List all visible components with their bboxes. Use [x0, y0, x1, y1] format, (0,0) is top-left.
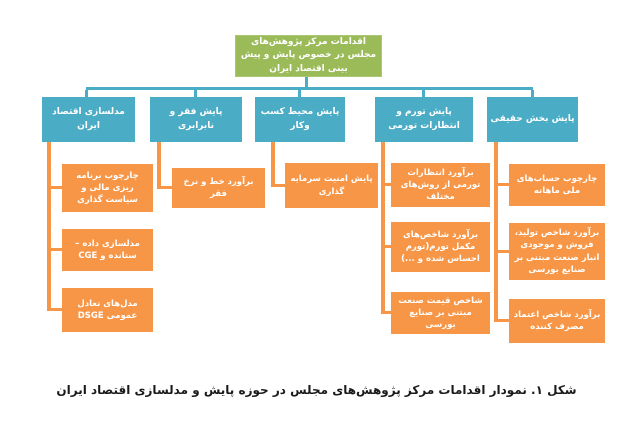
connector-branch-line — [271, 142, 275, 187]
connector-branch-line — [494, 142, 498, 322]
connector-drop-line — [194, 90, 197, 97]
connector-drop-line — [85, 90, 88, 97]
connector-branch-line — [381, 142, 385, 314]
connector-horizontal-line — [86, 87, 533, 90]
connector-trunk-line — [305, 77, 308, 88]
connector-drop-line — [531, 90, 534, 97]
leaf-node: چارچوب حساب‌های ملی ماهانه — [509, 164, 605, 206]
root-node: اقدامات مرکز پژوهش‌های مجلس در خصوص پایش… — [235, 35, 382, 77]
leaf-node: پایش امنیت سرمایه گذاری — [285, 163, 378, 208]
connector-branch-line — [157, 142, 161, 189]
branch-node-economy-modeling: مدلسازی اقتصاد ایران — [42, 97, 135, 142]
connector-elbow-line — [51, 248, 62, 251]
connector-elbow-line — [51, 186, 62, 189]
branch-node-real-sector: پایش بخش حقیقی — [487, 97, 578, 142]
leaf-node: برآورد انتظارات تورمی از روش‌های مختلف — [391, 163, 490, 207]
leaf-node: مدلسازی داده – ستانده و CGE — [62, 229, 153, 271]
leaf-node: برآورد شاخص تولید، فروش و موجودی انبار ص… — [509, 223, 605, 280]
connector-drop-line — [422, 90, 425, 97]
leaf-node: برآورد خط و نرخ فقر — [172, 168, 265, 208]
connector-branch-line — [47, 142, 51, 311]
connector-elbow-line — [385, 245, 391, 248]
leaf-node: چارچوب برنامه ریزی مالی و سیاست گذاری — [62, 164, 153, 212]
leaf-node: مدل‌های تعادل عمومی DSGE — [62, 288, 153, 332]
connector-elbow-line — [498, 183, 509, 186]
connector-elbow-line — [161, 186, 172, 189]
leaf-node: شاخص قیمت صنعت مبتنی بر صنایع بورسی — [391, 292, 490, 334]
connector-elbow-line — [498, 319, 509, 322]
figure-caption: شکل ۱. نمودار اقدامات مرکز پژوهش‌های مجل… — [56, 383, 577, 397]
connector-drop-line — [298, 90, 301, 97]
connector-elbow-line — [498, 250, 509, 253]
leaf-node: برآورد شاخص اعتماد مصرف کننده — [509, 299, 605, 343]
connector-elbow-line — [275, 184, 285, 187]
connector-elbow-line — [51, 308, 62, 311]
connector-elbow-line — [385, 311, 391, 314]
branch-node-business-environment: پایش محیط کسب وکار — [255, 97, 345, 142]
branch-node-poverty-inequality: پایش فقر و نابرابری — [150, 97, 242, 142]
connector-elbow-line — [385, 183, 391, 186]
branch-node-inflation-expectations: پایش تورم و انتظارات تورمی — [375, 97, 473, 142]
leaf-node: برآورد شاخص‌های مکمل تورم(تورم احساس شده… — [391, 222, 490, 272]
